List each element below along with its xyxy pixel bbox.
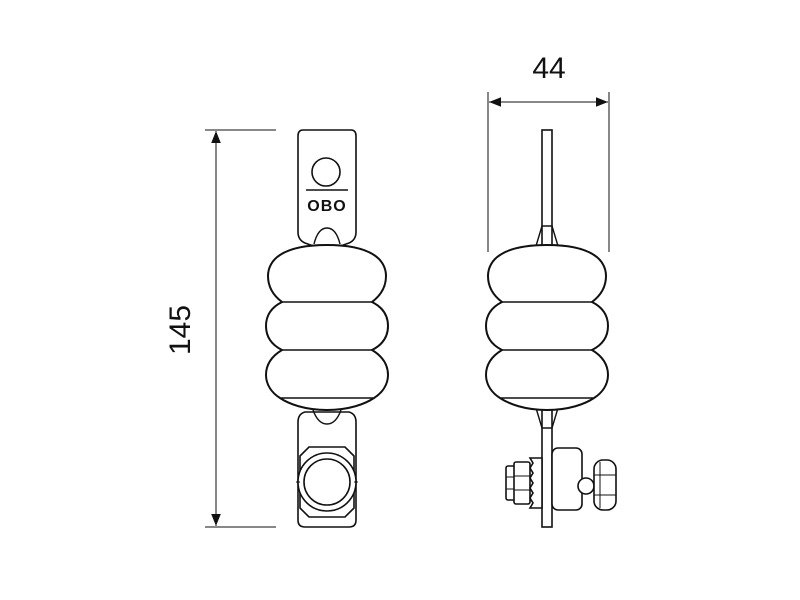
tab-neck (313, 227, 341, 245)
nut-face (513, 461, 531, 505)
side-plate-neck-top (535, 225, 559, 247)
logo-text: OBO (307, 198, 346, 215)
screw-head (593, 459, 617, 511)
top-tab (297, 129, 357, 249)
bottom-tab-neck (312, 409, 342, 425)
width-label: 44 (532, 52, 565, 85)
clamp-ring-inner (303, 458, 351, 506)
side-plate-neck-bottom (535, 407, 559, 429)
width-dimension: 44 (487, 52, 610, 252)
serrated-washer (528, 457, 543, 509)
height-dimension: 145 (164, 129, 276, 528)
mounting-hole (311, 157, 341, 187)
clamp-hole (577, 477, 595, 495)
side-view (484, 129, 617, 528)
height-label: 145 (164, 305, 197, 355)
side-insulator-body (484, 243, 610, 412)
insulator-body (264, 243, 390, 412)
side-clamp-assembly (505, 447, 617, 511)
front-view: OBO (264, 129, 390, 528)
clamp-block (551, 447, 583, 511)
